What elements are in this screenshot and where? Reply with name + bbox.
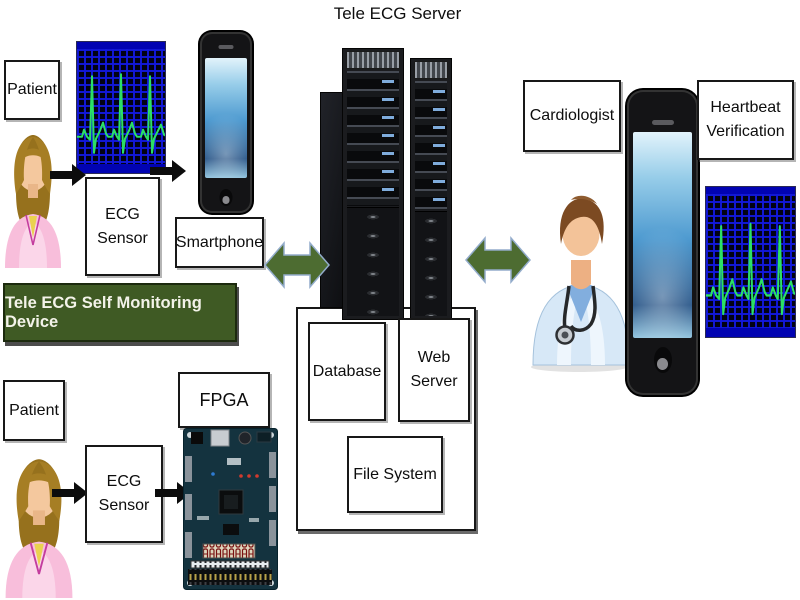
server-title: Tele ECG Server <box>333 4 462 23</box>
server-tower-right <box>410 58 452 320</box>
phone-home-button <box>219 189 233 206</box>
phone-screen <box>633 132 692 338</box>
phone-speaker <box>651 120 674 125</box>
server-rack-image <box>320 48 452 322</box>
patient-avatar-top <box>2 128 64 268</box>
web-server-label: Web Server <box>398 318 470 422</box>
arrow-patient-to-sensor-top <box>50 164 86 186</box>
ecg-waveform-image-verification <box>706 187 795 337</box>
smartphone-label: Smartphone <box>175 217 264 268</box>
fpga-label: FPGA <box>178 372 270 428</box>
tower-vent-cap <box>346 51 400 69</box>
cardiologist-smartphone-image <box>627 90 698 395</box>
server-tower-left <box>342 48 404 320</box>
phone-home-button <box>653 347 672 373</box>
tower-led-lights <box>433 83 445 205</box>
ecg-waveform-image-patient <box>77 42 165 173</box>
ecg-sensor-label-bottom: ECG Sensor <box>85 445 163 543</box>
ecg-trace <box>77 73 165 154</box>
fpga-board-image <box>183 428 278 590</box>
tower-led-lights <box>382 73 394 201</box>
smartphone-image <box>200 32 252 213</box>
cardiologist-avatar <box>527 176 635 374</box>
arrow-patient-to-sensor-bottom <box>52 482 88 504</box>
arrow-sensor-to-fpga <box>155 482 191 504</box>
phone-speaker <box>218 45 234 49</box>
cardiologist-label: Cardiologist <box>523 80 621 152</box>
tower-vent-cap <box>414 61 448 79</box>
patient-label-bottom: Patient <box>3 380 65 441</box>
patient-label-top: Patient <box>4 60 60 120</box>
arrow-sensor-to-smartphone <box>150 160 186 182</box>
tower-drive-bays <box>415 211 447 316</box>
arrow-server-to-cardiologist <box>465 235 531 285</box>
patient-avatar-bottom <box>2 452 76 598</box>
database-label: Database <box>308 322 386 421</box>
tower-drive-bays <box>347 207 399 316</box>
phone-screen <box>205 58 247 178</box>
ecg-trace <box>706 222 795 316</box>
heartbeat-verification-label: Heartbeat Verification <box>697 80 794 160</box>
arrow-smartphone-to-server <box>264 240 330 290</box>
file-system-label: File System <box>347 436 443 513</box>
ecg-sensor-label-top: ECG Sensor <box>85 177 160 276</box>
monitoring-device-banner: Tele ECG Self Monitoring Device <box>3 283 237 342</box>
